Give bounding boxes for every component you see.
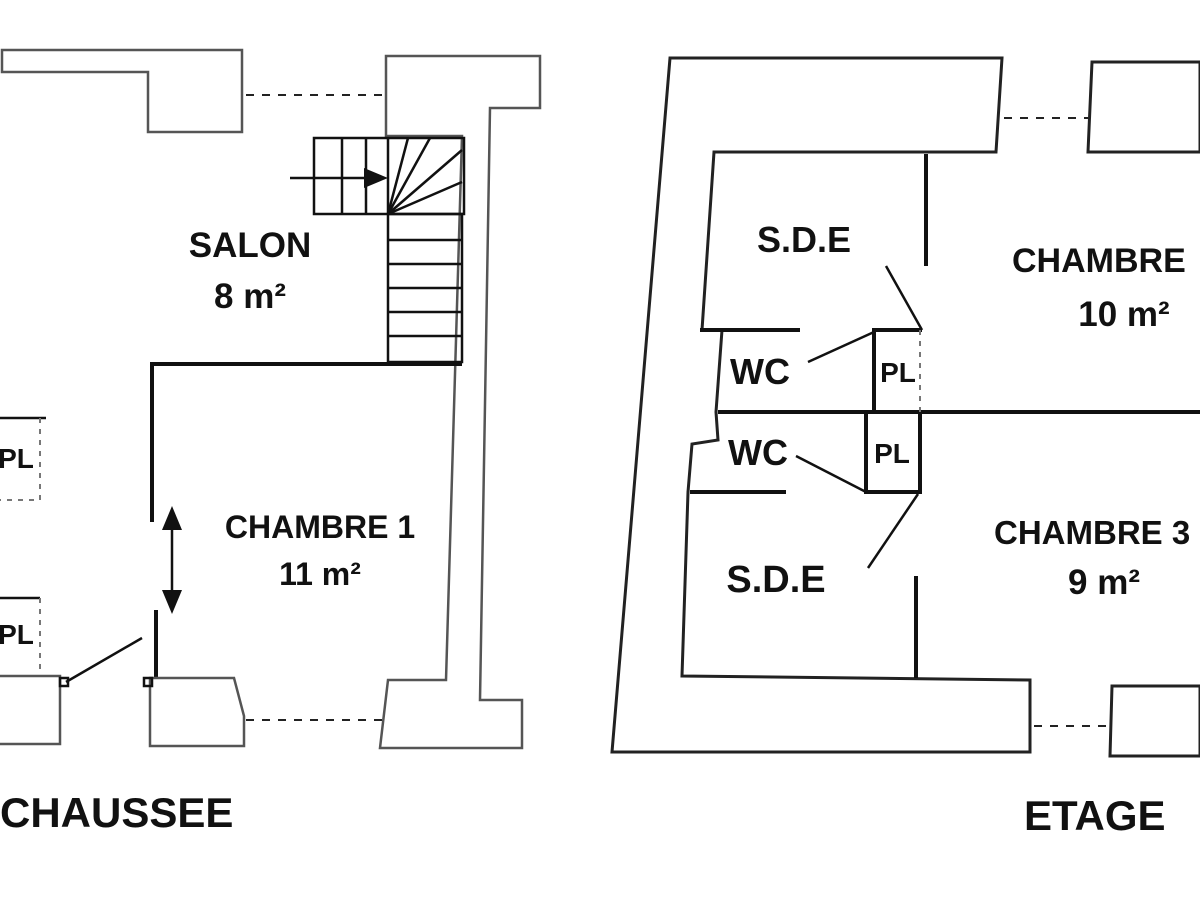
upper-floor-title: ETAGE bbox=[1024, 792, 1166, 839]
closet-upper-label: PL bbox=[880, 357, 916, 388]
chambre1-name: CHAMBRE 1 bbox=[225, 509, 415, 545]
wall-right bbox=[378, 54, 542, 750]
closet-label-lower: PL bbox=[0, 619, 34, 650]
chambre3-area: 9 m² bbox=[1068, 563, 1140, 602]
staircase bbox=[290, 136, 466, 364]
partition-salon-chambre bbox=[150, 362, 462, 522]
wall-bottom-right bbox=[1108, 684, 1200, 758]
chambre1-area: 11 m² bbox=[279, 556, 361, 592]
closet-label-upper: PL bbox=[0, 443, 34, 474]
double-arrow bbox=[162, 506, 182, 614]
sde-upper-label: S.D.E bbox=[757, 219, 851, 260]
salon-area: 8 m² bbox=[214, 277, 286, 316]
wall-bottom-left bbox=[0, 674, 62, 746]
chambre3-name: CHAMBRE 3 bbox=[994, 514, 1190, 551]
wc-lower-label: WC bbox=[728, 432, 788, 473]
chambre2-name: CHAMBRE bbox=[1012, 242, 1186, 280]
closet-upper-side bbox=[0, 418, 41, 501]
wall-top-left bbox=[0, 48, 244, 134]
ground-floor-title: CHAUSSEE bbox=[0, 789, 233, 836]
wall-top-right bbox=[1086, 60, 1200, 154]
ground-floor-plan: SALON 8 m² CHAMBRE 1 11 m² PL PL CHAUSSE… bbox=[0, 48, 542, 836]
wc-upper-label: WC bbox=[730, 351, 790, 392]
salon-name: SALON bbox=[189, 226, 312, 265]
sde-lower-label: S.D.E bbox=[726, 559, 825, 601]
outer-wall bbox=[610, 56, 1032, 754]
upper-floor-plan: S.D.E WC PL WC PL S.D.E CHAMBRE 10 m² CH… bbox=[610, 56, 1200, 839]
door-swing bbox=[65, 636, 143, 684]
chambre2-area: 10 m² bbox=[1078, 295, 1169, 334]
wall-bottom-mid bbox=[148, 676, 246, 748]
closet-lower-label: PL bbox=[874, 438, 910, 469]
